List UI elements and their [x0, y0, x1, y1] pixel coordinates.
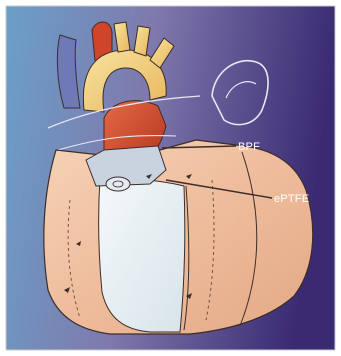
- bpf-label: BPF: [238, 141, 260, 153]
- valve-ring: [106, 177, 130, 191]
- eptfe-label: ePTFE: [274, 193, 309, 205]
- eptfe-patch: [99, 178, 185, 332]
